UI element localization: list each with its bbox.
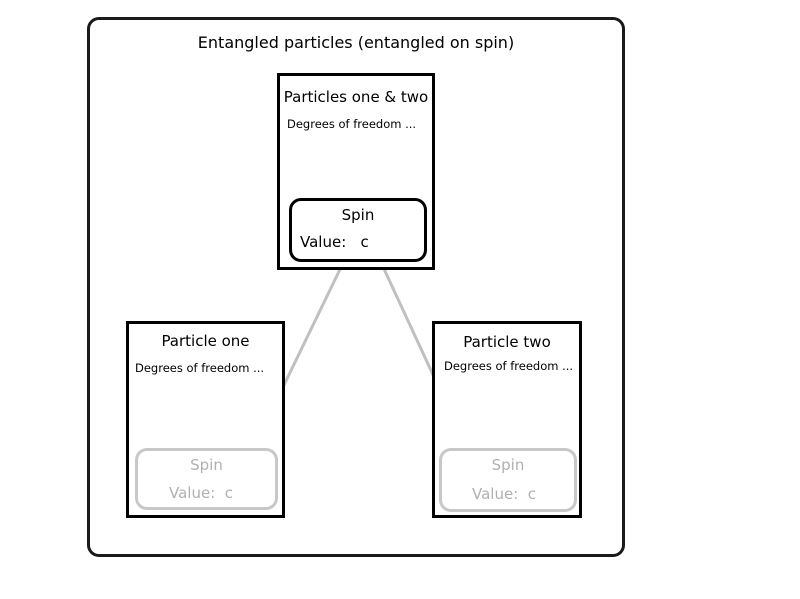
combined-particles-box: Particles one & two Degrees of freedom .… — [277, 73, 435, 270]
particle-two-title: Particle two — [463, 333, 551, 351]
combined-spin-label: Spin — [341, 206, 375, 224]
particle-one-degrees: Degrees of freedom ... — [135, 361, 265, 375]
particle-one-title: Particle one — [161, 332, 250, 350]
combined-spin-value: Value: c — [300, 233, 369, 251]
combined-spin-box: Spin Value: c — [289, 198, 427, 262]
particle-two-spin-box: Spin Value: c — [439, 448, 577, 512]
particle-two-spin-value: Value: c — [472, 485, 537, 503]
particle-two-degrees: Degrees of freedom ... — [444, 359, 574, 373]
particle-two-spin-label: Spin — [491, 456, 525, 474]
combined-degrees: Degrees of freedom ... — [287, 117, 417, 131]
particle-one-spin-value: Value: c — [169, 484, 234, 502]
particle-one-spin-label: Spin — [190, 456, 223, 474]
diagram-title: Entangled particles (entangled on spin) — [197, 33, 515, 52]
particle-two-box: Particle two Degrees of freedom ... Spin… — [432, 321, 582, 518]
particle-one-spin-box: Spin Value: c — [135, 448, 278, 510]
combined-title: Particles one & two — [283, 88, 429, 106]
particle-one-box: Particle one Degrees of freedom ... Spin… — [126, 321, 285, 518]
entangled-system-frame — [87, 17, 625, 557]
